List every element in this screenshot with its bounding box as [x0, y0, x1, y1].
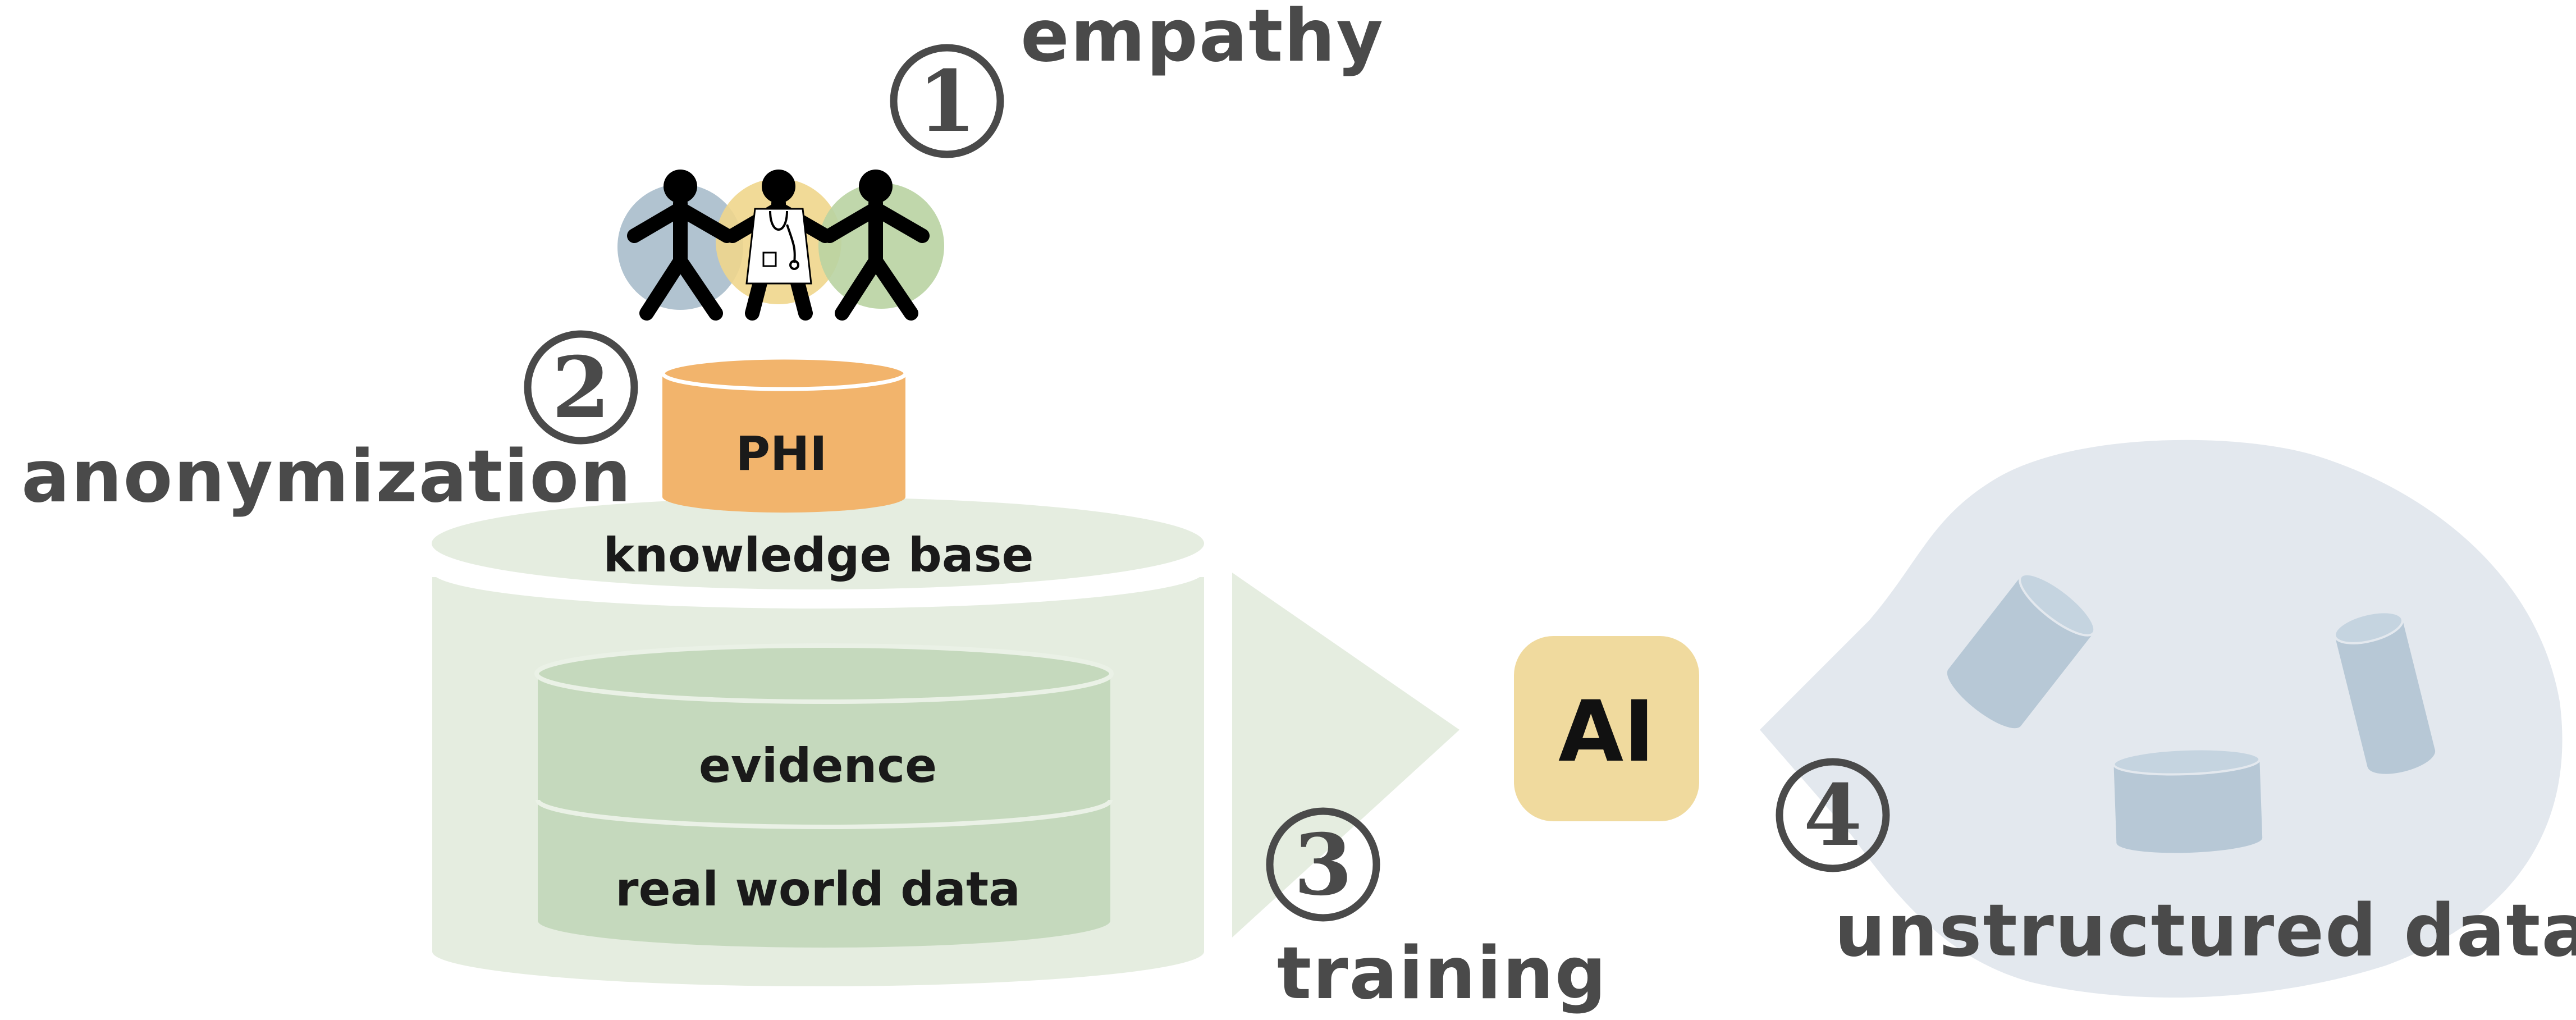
knowledge-base-label: knowledge base [603, 528, 1034, 583]
unstructured-cylinder-2 [2112, 748, 2263, 853]
evidence-cylinder [534, 643, 1114, 948]
step-3-marker: 3 [1266, 807, 1380, 922]
step-2-number: 2 [552, 339, 610, 437]
unstructured-data-label: unstructured data [1834, 889, 2576, 973]
anonymization-label: anonymization [21, 435, 632, 519]
unstructured-data-blob [1760, 440, 2563, 998]
stethoscope-icon [769, 211, 796, 263]
step-1-number: 1 [918, 52, 976, 151]
phi-label: PHI [735, 426, 827, 481]
step-4-number: 4 [1804, 766, 1862, 865]
empathy-label: empathy [1021, 0, 1384, 78]
person-icon [627, 170, 734, 321]
doctor-icon [725, 170, 832, 321]
step-3-number: 3 [1294, 816, 1352, 914]
training-arrow [1232, 573, 1459, 937]
step-4-marker: 4 [1776, 758, 1890, 872]
people-group [617, 170, 944, 321]
evidence-label: evidence [699, 738, 937, 793]
person-icon [822, 170, 930, 321]
ai-box [1514, 636, 1699, 821]
unstructured-cylinder-1 [1947, 573, 2096, 729]
ai-label: AI [1558, 683, 1655, 781]
phi-cylinder [661, 355, 908, 513]
real-world-data-label: real world data [615, 862, 1021, 917]
step-1-marker: 1 [890, 44, 1004, 158]
step-2-marker: 2 [524, 330, 638, 445]
unstructured-cylinder-3 [2334, 611, 2436, 774]
training-label: training [1277, 932, 1607, 1016]
